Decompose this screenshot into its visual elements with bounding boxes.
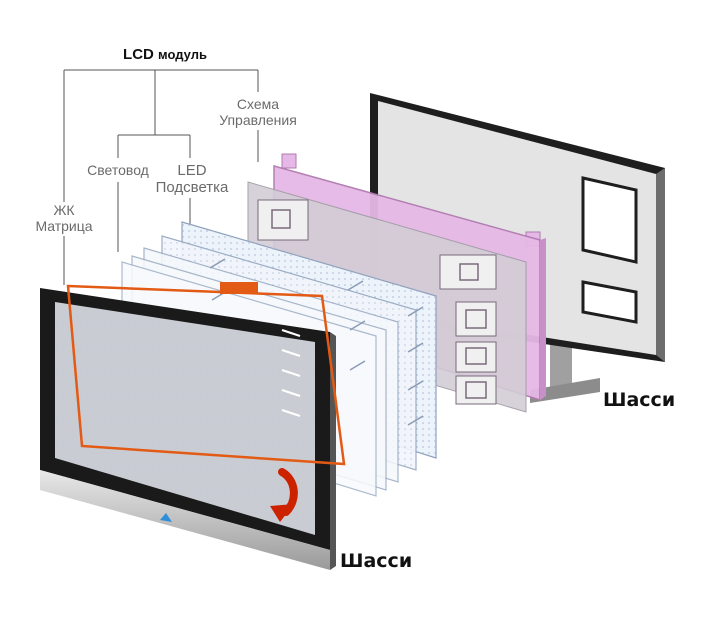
label-led-backlight-line2: Подсветка	[155, 179, 229, 196]
label-back-chassis: Шасси	[603, 389, 676, 411]
label-front-chassis: Шасси	[340, 550, 413, 572]
label-lcd-matrix-line2: Матрица	[35, 218, 93, 234]
leader-lines	[63, 69, 259, 285]
label-lcd-matrix-line1: ЖК	[53, 202, 75, 218]
diagram-title: LCD модуль	[100, 46, 230, 63]
label-light-guide: Световод	[78, 162, 158, 178]
label-led-backlight-line1: LED	[177, 162, 207, 179]
label-control-circuit-line1: Схема	[236, 96, 280, 112]
title-suffix: модуль	[158, 47, 207, 62]
label-control-circuit-line2: Управления	[219, 112, 297, 128]
label-control-circuit: Схема Управления	[206, 96, 310, 128]
label-light-guide-text: Световод	[87, 162, 149, 178]
label-lcd-matrix: ЖК Матрица	[22, 202, 106, 234]
label-led-backlight: LED Подсветка	[146, 162, 238, 196]
title-main: LCD	[123, 46, 154, 63]
front-chassis	[40, 282, 346, 570]
